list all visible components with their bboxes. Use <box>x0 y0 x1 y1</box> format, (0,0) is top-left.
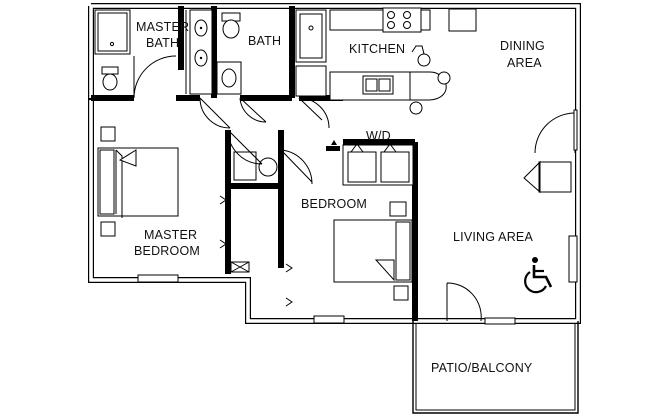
tub <box>295 9 327 63</box>
hall-fixtures <box>219 151 293 307</box>
master-bedroom-label-1: MASTER <box>144 228 197 242</box>
sink-icon <box>194 19 208 37</box>
doors <box>133 55 576 322</box>
door-swing <box>227 129 263 165</box>
master-bath-label-2: BATH <box>146 36 179 50</box>
washer <box>347 151 377 183</box>
window <box>137 274 179 283</box>
nightstand <box>389 201 407 217</box>
master-bath-fixtures <box>94 9 213 95</box>
linen-closet <box>233 151 257 181</box>
bath-fixtures <box>216 9 327 95</box>
door-swing <box>280 149 313 185</box>
water-heater-tank <box>258 157 278 177</box>
living-area-label: LIVING AREA <box>453 230 533 244</box>
interior-walls <box>88 6 418 321</box>
fireplace <box>538 161 572 193</box>
sink-icon <box>221 68 237 88</box>
kitchen-label: KITCHEN <box>349 42 405 56</box>
kitchen-fixtures <box>295 7 477 115</box>
master-bedroom-label-2: BEDROOM <box>134 244 200 258</box>
sliding-door <box>484 317 516 325</box>
vanity <box>189 9 213 95</box>
door-swing <box>239 97 267 123</box>
door-swing <box>534 112 576 154</box>
sink-icon <box>194 49 208 67</box>
laundry-fixtures <box>326 140 414 186</box>
nightstand <box>100 126 116 142</box>
window <box>568 235 578 283</box>
breakfast-bar <box>409 71 447 101</box>
patio-label: PATIO/BALCONY <box>431 361 533 375</box>
living-fixtures <box>484 109 578 325</box>
room-labels: MASTER BATH BATH KITCHEN DINING AREA W/D… <box>134 20 545 375</box>
laundry-label: W/D <box>366 129 391 143</box>
window <box>573 109 578 151</box>
stove-icon <box>382 7 422 33</box>
dining-label-2: AREA <box>507 56 542 70</box>
wheelchair-icon <box>524 257 553 294</box>
bar-stools <box>409 53 451 115</box>
pantry <box>295 65 327 97</box>
refrigerator <box>448 8 477 32</box>
sink-icon <box>362 75 394 95</box>
window <box>313 315 345 324</box>
door-swing <box>199 97 231 129</box>
door-swing <box>133 55 177 99</box>
shower-stall <box>94 9 131 55</box>
door-swing <box>446 282 482 322</box>
toilet-icon <box>101 66 119 91</box>
door-swing <box>298 97 330 129</box>
dryer <box>380 151 410 183</box>
toilet-icon <box>221 12 241 39</box>
bath-label: BATH <box>248 34 281 48</box>
nightstand <box>100 221 116 237</box>
patio <box>412 321 579 414</box>
master-bath-label-1: MASTER <box>136 20 189 34</box>
vanity <box>216 61 242 95</box>
bedroom-furniture <box>313 201 413 324</box>
nightstand <box>393 285 409 301</box>
bedroom-label: BEDROOM <box>301 197 367 211</box>
dining-label-1: DINING <box>500 39 545 53</box>
water-heater <box>326 146 340 151</box>
master-bedroom-furniture <box>97 126 179 283</box>
